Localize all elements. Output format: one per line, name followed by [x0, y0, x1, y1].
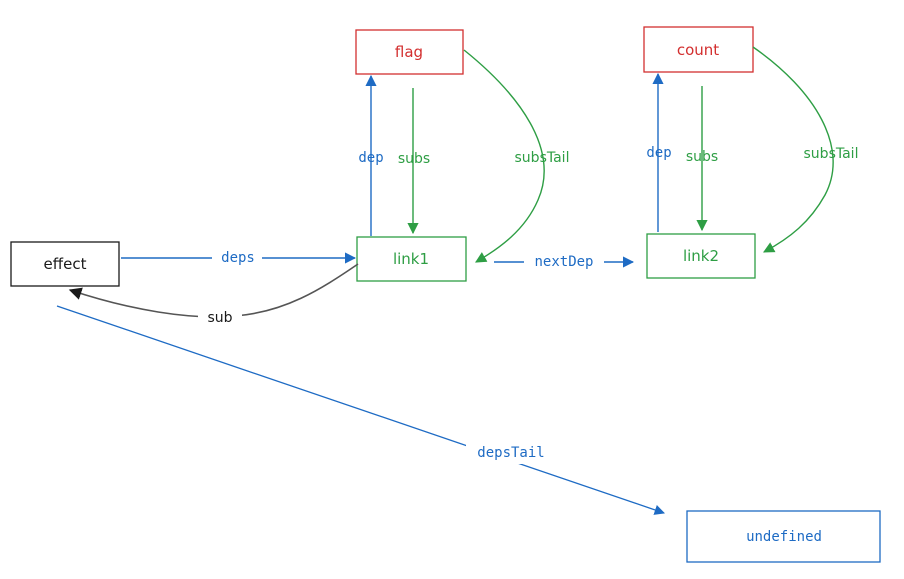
edge-flag-subsTail — [463, 49, 545, 263]
edge-depsTail — [56, 305, 665, 515]
edge-depsTail-label: depsTail — [477, 445, 544, 461]
node-effect-label: effect — [44, 255, 87, 273]
node-count-label: count — [677, 41, 719, 59]
edge-count-subs-label: subs — [686, 149, 718, 165]
edge-flag-subsTail-label: subsTail — [515, 150, 570, 166]
edge-sub-label: sub — [207, 310, 232, 326]
edge-nextDep-label-bg — [524, 250, 604, 272]
node-undefined-box — [686, 510, 881, 563]
node-undefined-label: undefined — [746, 529, 822, 545]
edge-count-dep-label: dep — [646, 145, 671, 161]
edge-flag-dep-label: dep — [358, 150, 383, 166]
edge-flag-subs-label: subs — [398, 151, 430, 167]
node-link1-box — [356, 236, 467, 282]
node-link1-label: link1 — [393, 250, 429, 268]
node-flag-label: flag — [395, 43, 423, 61]
edge-count-subsTail-label: subsTail — [804, 146, 859, 162]
node-count-box — [643, 26, 754, 73]
edge-count-subsTail — [752, 46, 834, 253]
edge-deps-label-bg — [212, 246, 262, 268]
node-link2-label: link2 — [683, 247, 719, 265]
edge-nextDep-label: nextDep — [534, 254, 593, 270]
node-effect-box — [10, 241, 120, 287]
edge-deps-label: deps — [221, 250, 255, 266]
node-link2-box — [646, 233, 756, 279]
edge-sub-label-bg — [198, 306, 242, 328]
edge-depsTail-label-bg — [466, 440, 554, 464]
node-flag-box — [355, 29, 464, 75]
